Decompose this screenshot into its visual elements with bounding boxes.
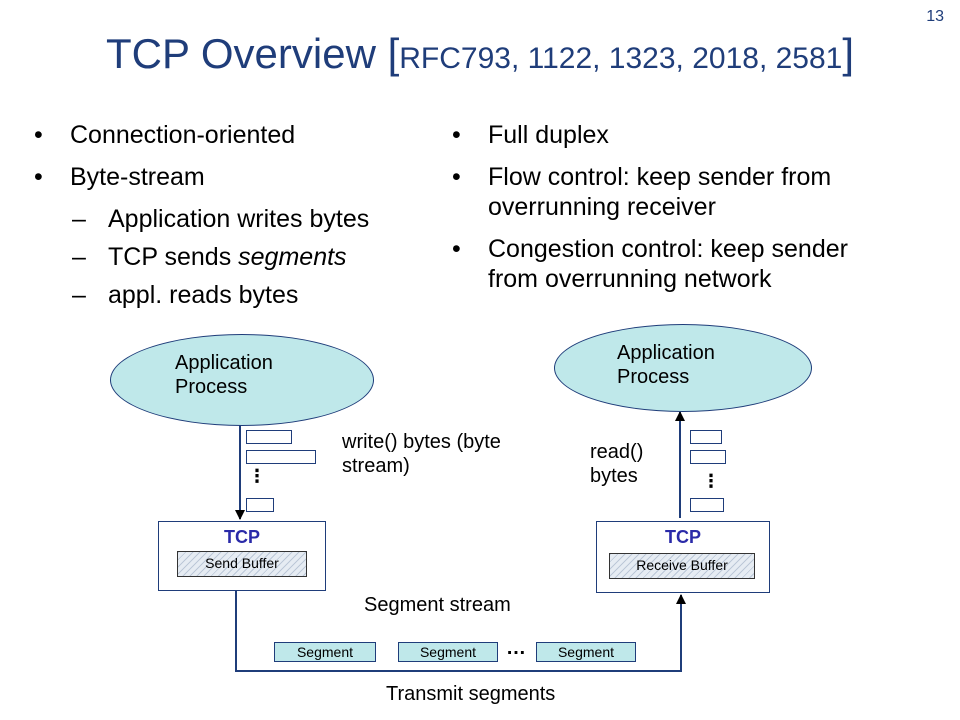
- segment-box: Segment: [398, 642, 498, 662]
- tcp-sender-label: TCP: [224, 527, 260, 547]
- title-bracket-close: ]: [842, 30, 855, 77]
- tcp-sender-box: TCP Send Buffer: [158, 521, 326, 591]
- byte-block: [690, 430, 722, 444]
- byte-block: [246, 498, 274, 512]
- left-app-process-label: Application Process: [175, 352, 273, 398]
- bullet-congestion-control: Congestion control: keep sender from ove…: [448, 234, 888, 294]
- send-buffer: Send Buffer: [177, 551, 307, 577]
- read-vertical-ellipsis: ⋮: [702, 471, 720, 491]
- byte-block: [246, 430, 292, 444]
- left-bullet-list: Connection-oriented Byte-stream Applicat…: [30, 120, 460, 318]
- segment-box: Segment: [274, 642, 376, 662]
- tcp-receiver-box: TCP Receive Buffer: [596, 521, 770, 593]
- slide-title: TCP Overview [RFC793, 1122, 1323, 2018, …: [0, 30, 960, 78]
- receive-buffer: Receive Buffer: [609, 553, 755, 579]
- title-rfc-refs: RFC793, 1122, 1323, 2018, 2581: [399, 42, 843, 75]
- transmit-path: [235, 591, 686, 672]
- sub-bullet-appl-reads: appl. reads bytes: [30, 280, 460, 310]
- bullet-byte-stream: Byte-stream: [30, 162, 460, 192]
- byte-block: [246, 450, 316, 464]
- bullet-flow-control: Flow control: keep sender from overrunni…: [448, 162, 888, 222]
- segment-ellipsis: …: [506, 637, 526, 659]
- bullet-full-duplex: Full duplex: [448, 120, 888, 150]
- sub-bullet-tcp-sends-prefix: TCP sends: [108, 243, 239, 271]
- segment-box: Segment: [536, 642, 636, 662]
- left-app-process: Application Process: [110, 334, 374, 426]
- right-bullet-list: Full duplex Flow control: keep sender fr…: [448, 120, 888, 306]
- write-bytes-label: write() bytes (byte stream): [342, 431, 501, 477]
- title-bracket-open: [: [387, 30, 400, 77]
- slide-number: 13: [926, 8, 944, 25]
- title-main: TCP Overview: [105, 30, 388, 77]
- sub-bullet-segments-italic: segments: [238, 243, 347, 271]
- sub-bullet-app-writes: Application writes bytes: [30, 204, 460, 234]
- right-app-process-label: Application Process: [617, 342, 715, 388]
- bullet-connection-oriented: Connection-oriented: [30, 120, 460, 150]
- byte-block: [690, 498, 724, 512]
- byte-block: [690, 450, 726, 464]
- sub-bullet-tcp-sends: TCP sends segments: [30, 242, 460, 272]
- tcp-receiver-label: TCP: [665, 527, 701, 547]
- segment-stream-label: Segment stream: [364, 594, 511, 616]
- read-bytes-label: read() bytes: [590, 441, 644, 487]
- write-vertical-ellipsis: ⋮: [248, 466, 266, 486]
- transmit-segments-label: Transmit segments: [386, 683, 556, 705]
- right-app-process: Application Process: [554, 324, 812, 412]
